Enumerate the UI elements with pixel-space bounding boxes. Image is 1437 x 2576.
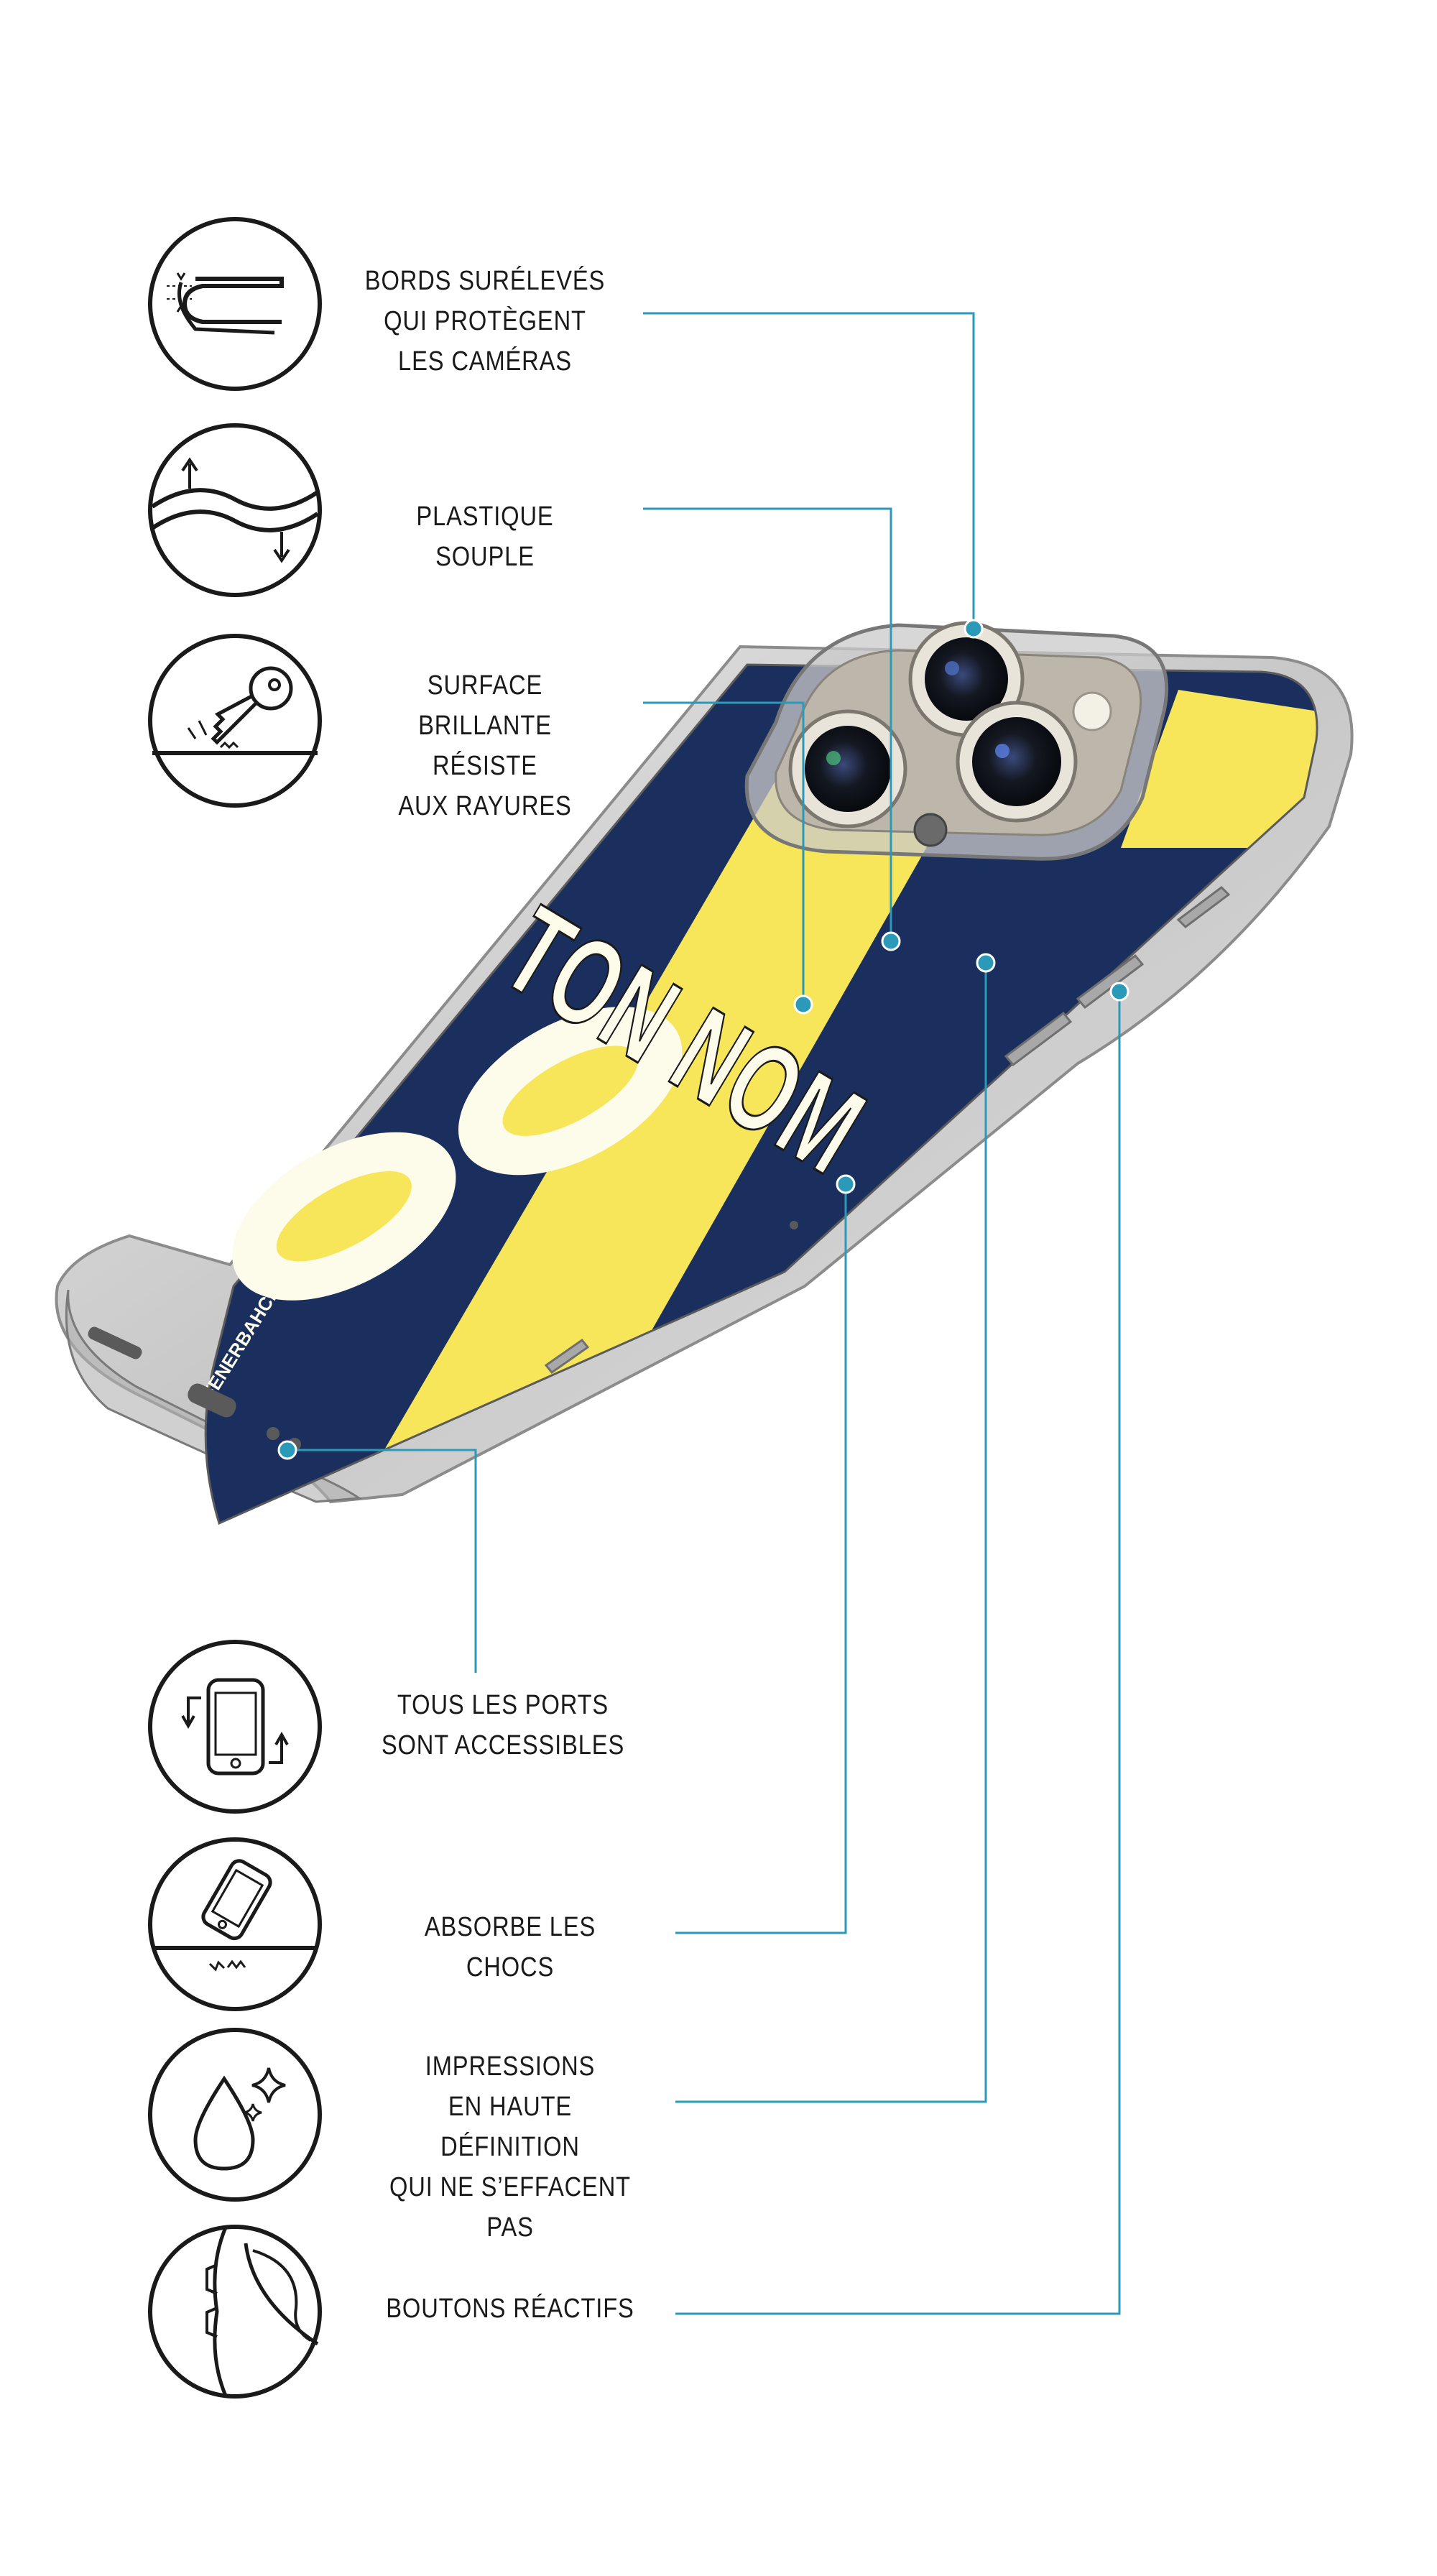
key-scratch-icon bbox=[145, 631, 325, 811]
feature-label-soft-plastic: PLASTIQUE SOUPLE bbox=[416, 502, 554, 572]
jersey-number bbox=[232, 1007, 683, 1301]
camera-lidar bbox=[913, 813, 948, 847]
phone-rotate-icon bbox=[145, 1637, 325, 1816]
flexible-plastic-icon bbox=[145, 420, 325, 600]
feature-label-shock-absorb: ABSORBE LES CHOCS bbox=[424, 1912, 596, 1982]
feature-label-scratch-resistant: SURFACE BRILLANTE RÉSISTE AUX RAYURES bbox=[398, 670, 572, 821]
ink-drop-sparkle-icon bbox=[145, 2025, 325, 2205]
callout-lines bbox=[287, 312, 1121, 2315]
bottom-ports bbox=[88, 1221, 798, 1451]
phone-drop-icon bbox=[145, 1834, 325, 2014]
side-buttons-icon bbox=[145, 2222, 325, 2401]
feature-label-reactive-buttons: BOUTONS RÉACTIFS bbox=[386, 2294, 634, 2324]
feature-label-hd-print: IMPRESSIONS EN HAUTE DÉFINITION QUI NE S… bbox=[389, 2051, 632, 2243]
feature-label-ports-accessible: TOUS LES PORTS SONT ACCESSIBLES bbox=[381, 1690, 625, 1760]
callout-dots bbox=[277, 619, 1129, 1460]
case-side-wall bbox=[65, 1289, 363, 1503]
camera-module bbox=[744, 621, 1169, 861]
camera-flash bbox=[1072, 691, 1112, 731]
yellow-stripe-center bbox=[316, 665, 1049, 1523]
side-buttons bbox=[544, 886, 1231, 1375]
raised-edges-icon bbox=[145, 214, 325, 394]
feature-label-raised-edges: BORDS SURÉLEVÉS QUI PROTÈGENT LES CAMÉRA… bbox=[364, 266, 606, 377]
